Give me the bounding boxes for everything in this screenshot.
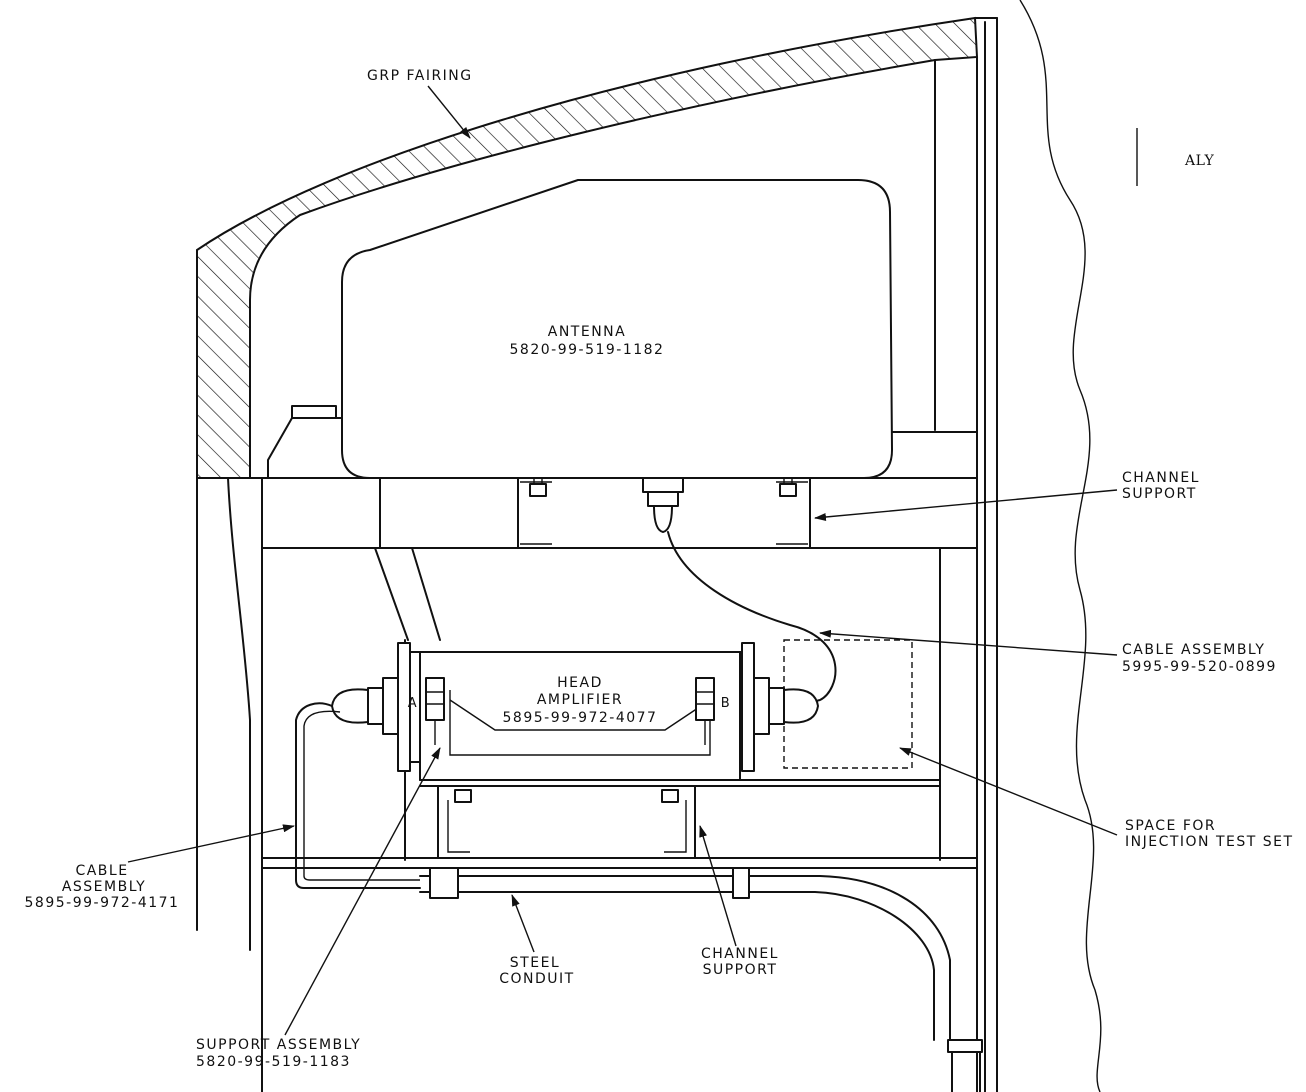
left-frame [196, 477, 941, 1092]
channel-support-bottom-label-2: SUPPORT [703, 962, 778, 978]
left-cable-inner [303, 710, 420, 881]
support-assembly-part: 5820-99-519-1183 [196, 1054, 351, 1070]
channel-support-top-label-2: SUPPORT [1122, 486, 1197, 502]
connector-a-label: A [408, 696, 418, 711]
connector-b-label: B [721, 696, 731, 711]
cable-assembly-left-label-1: CABLE [75, 863, 128, 879]
antenna-connector [642, 477, 684, 533]
support-assembly-label: SUPPORT ASSEMBLY [196, 1037, 361, 1053]
grp-fairing-label: GRP FAIRING [367, 68, 473, 84]
antenna-bracket [267, 405, 343, 479]
channel-support-bottom [437, 785, 696, 859]
cable-assembly-right-part: 5995-99-520-0899 [1122, 659, 1277, 675]
head-amplifier-name-2: AMPLIFIER [537, 692, 623, 708]
channel-support-bottom-label-1: CHANNEL [701, 946, 779, 962]
left-cable [295, 702, 421, 889]
head-amplifier: HEAD AMPLIFIER 5895-99-972-4077 A B [331, 642, 819, 781]
cable-assembly-right-label: CABLE ASSEMBLY [1122, 642, 1265, 658]
break-line [1019, 0, 1102, 1092]
aly-label: ALY [1184, 153, 1215, 169]
space-label-1: SPACE FOR [1125, 818, 1216, 834]
head-amplifier-part-number: 5895-99-972-4077 [503, 710, 658, 726]
steel-conduit [419, 867, 983, 1092]
channel-support-top [517, 477, 811, 549]
head-amplifier-name-1: HEAD [557, 675, 603, 691]
leader-lines [127, 85, 1118, 1036]
steel-conduit-label-1: STEEL [510, 955, 560, 971]
grp-fairing [196, 16, 998, 1092]
channel-support-top-label-1: CHANNEL [1122, 470, 1200, 486]
cable-assembly-left-part: 5895-99-972-4171 [25, 895, 180, 911]
cable-assembly-left-label-2: ASSEMBLY [62, 879, 146, 895]
antenna-part-number: 5820-99-519-1182 [510, 342, 665, 358]
steel-conduit-label-2: CONDUIT [499, 971, 574, 987]
antenna-name: ANTENNA [548, 324, 626, 340]
support-assembly-struts [374, 547, 441, 641]
injection-test-set-space [783, 639, 913, 769]
antenna-cable [667, 531, 837, 706]
antenna-unit: ANTENNA 5820-99-519-1182 [341, 179, 893, 479]
space-label-2: INJECTION TEST SET [1125, 834, 1294, 850]
